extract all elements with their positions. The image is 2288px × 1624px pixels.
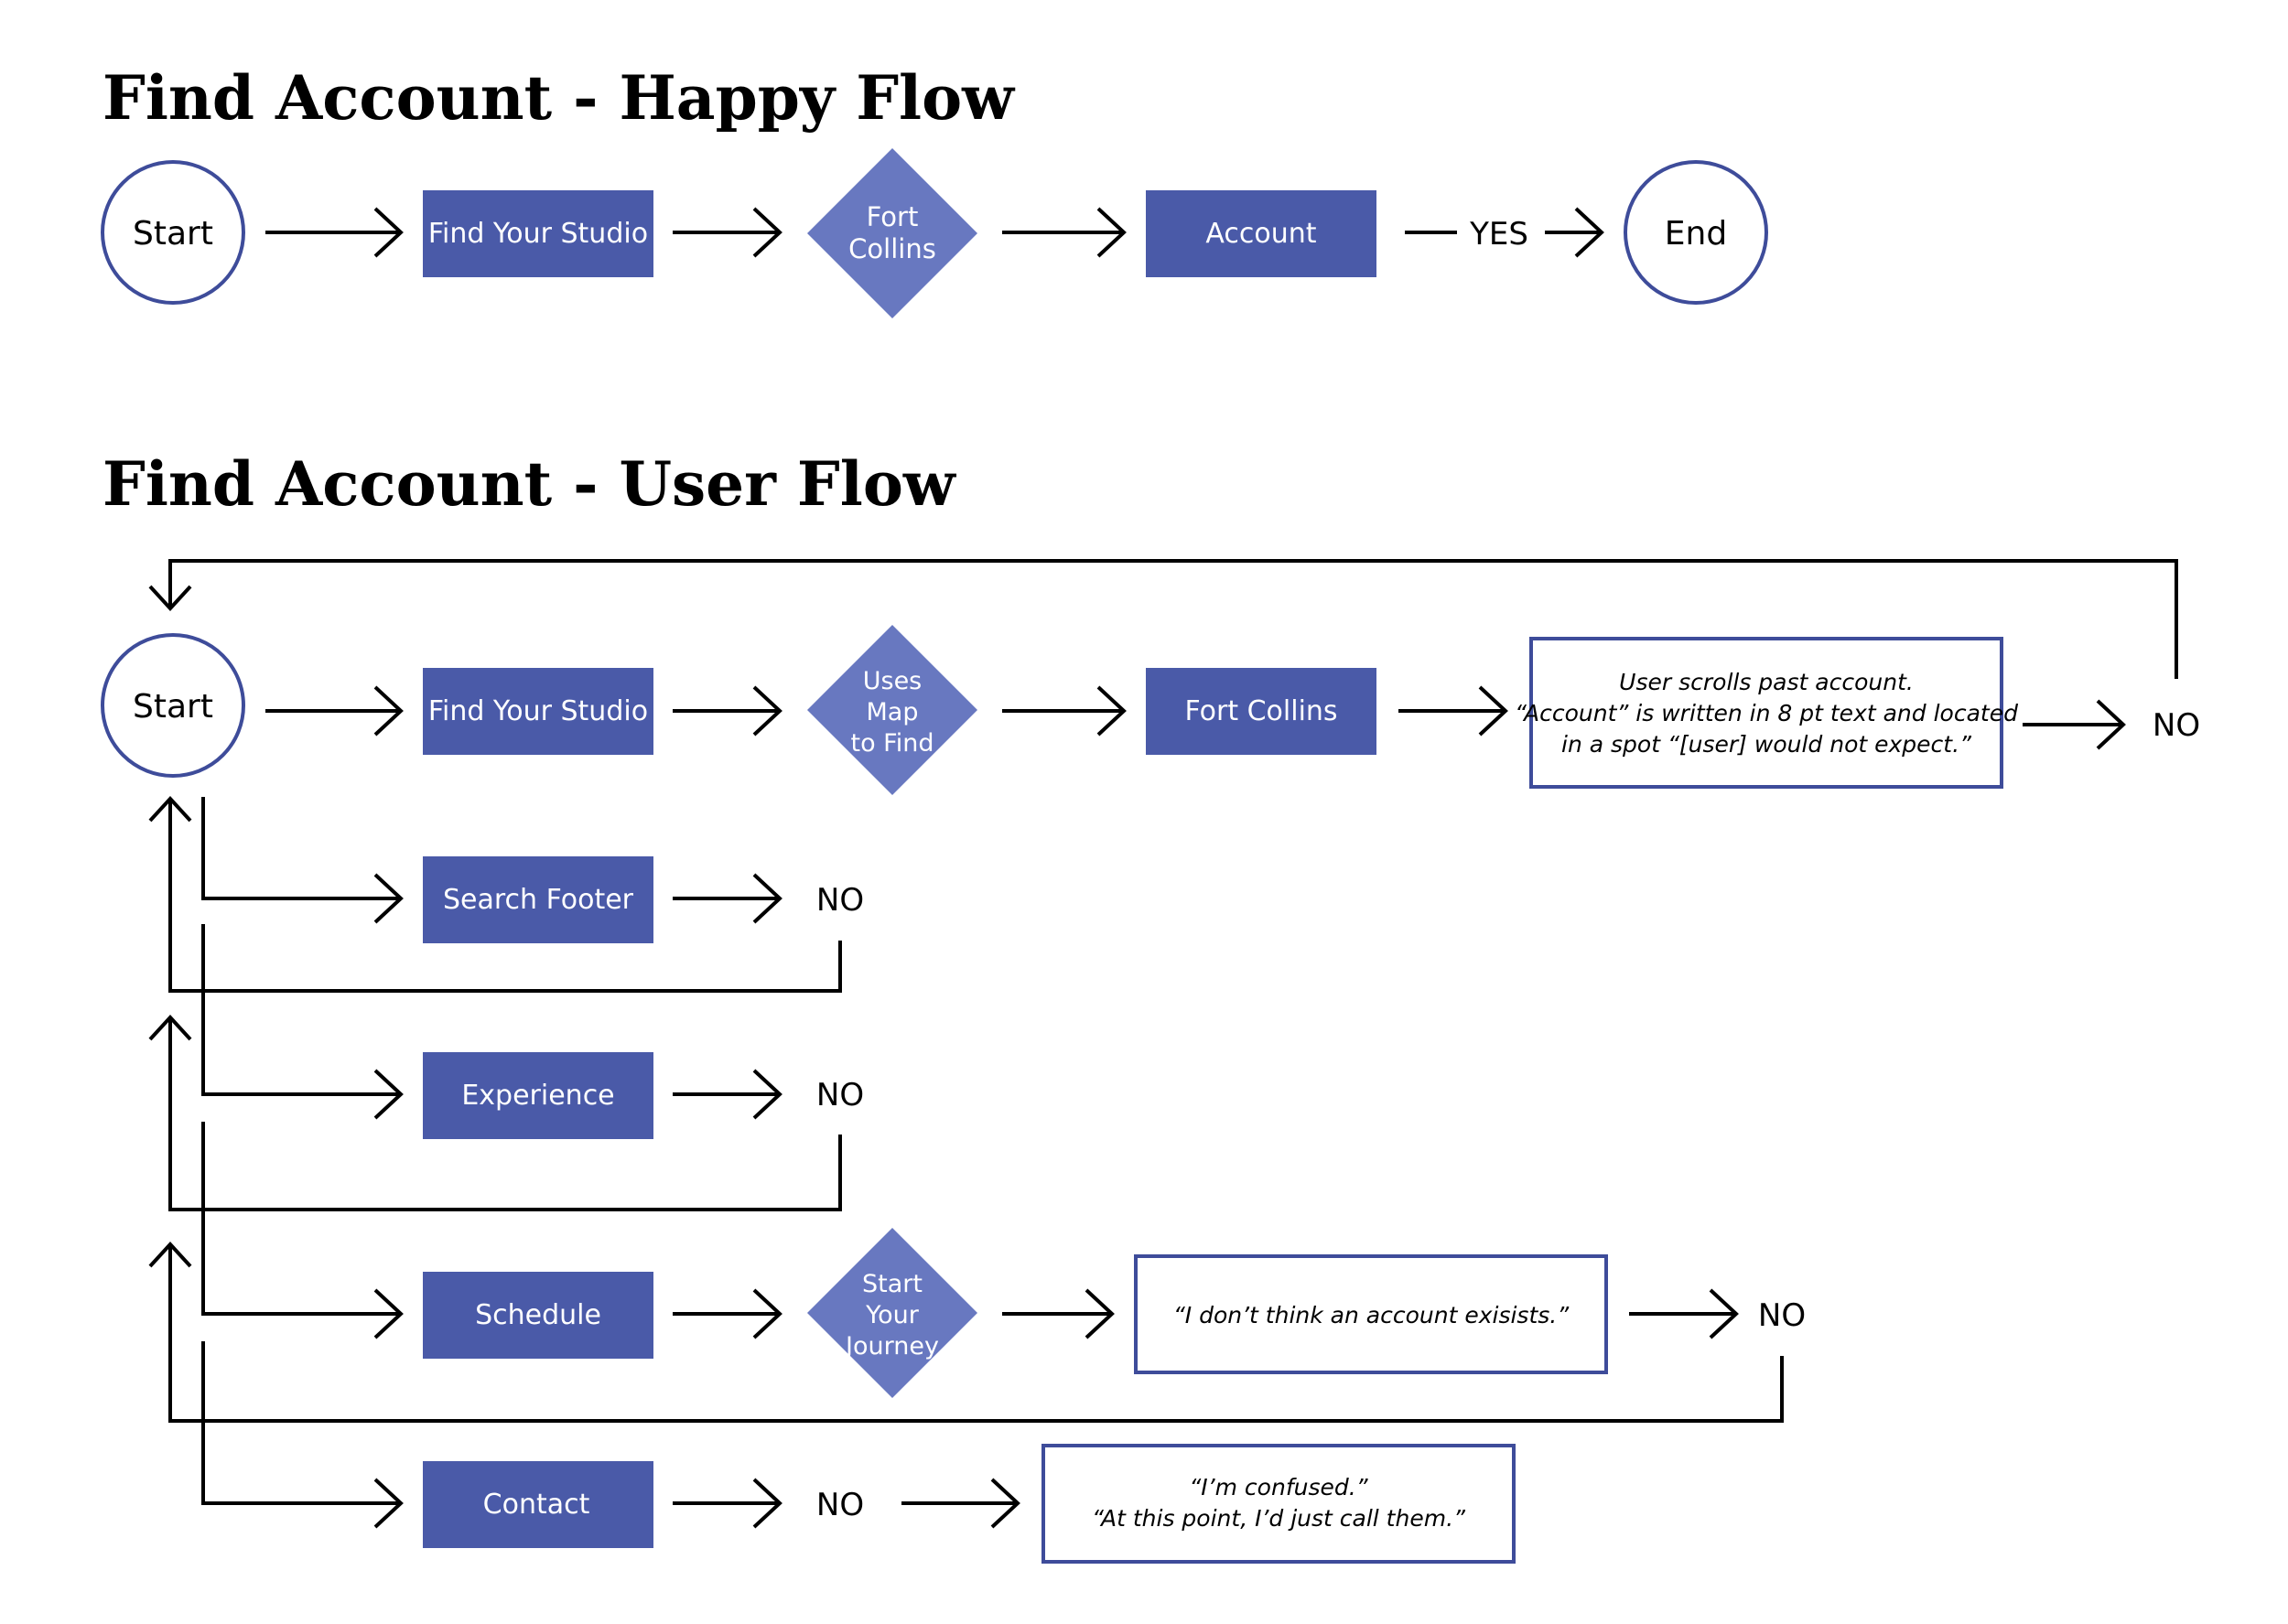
- no-experience-label: NO: [816, 1077, 864, 1113]
- schedule-return-loop: [148, 1242, 1784, 1423]
- user-flow-title: Find Account - User Flow: [103, 448, 957, 520]
- happy-arrow-2: [673, 207, 782, 258]
- fort-collins-box: Fort Collins: [1146, 668, 1376, 755]
- contact-note-line-2: “At this point, I’d just call them.”: [1092, 1505, 1466, 1532]
- contact-note-box: “I’m confused.” “At this point, I’d just…: [1041, 1444, 1516, 1564]
- journey-line-1: Start: [862, 1270, 923, 1298]
- uses-map-line-2: Map: [867, 698, 919, 726]
- no-top-label: NO: [2153, 707, 2200, 744]
- search-return-loop: [148, 796, 842, 993]
- user-arrow-1: [265, 685, 404, 737]
- happy-fort-collins-decision: Fort Collins: [807, 148, 977, 318]
- user-start-node: Start: [101, 633, 245, 778]
- schedule-box: Schedule: [423, 1272, 653, 1359]
- no-contact-label: NO: [816, 1487, 864, 1523]
- search-arrow: [673, 873, 782, 924]
- happy-start-node: Start: [101, 160, 245, 305]
- user-find-studio-label: Find Your Studio: [428, 695, 648, 727]
- happy-account-label: Account: [1205, 218, 1316, 250]
- scroll-note-line-3: in a spot “[user] would not expect.”: [1561, 731, 1972, 758]
- user-arrow-4: [1398, 685, 1508, 737]
- user-arrow-3: [1002, 685, 1127, 737]
- contact-arrow-2: [901, 1478, 1020, 1529]
- contact-note-line-1: “I’m confused.”: [1189, 1474, 1368, 1500]
- schedule-arrow-3: [1629, 1288, 1739, 1339]
- happy-decision-line-1: Fort: [867, 201, 919, 232]
- user-start-label: Start: [133, 688, 213, 726]
- scroll-note-box: User scrolls past account. “Account” is …: [1515, 637, 2018, 789]
- user-arrow-5: [2023, 699, 2126, 750]
- scroll-note-line-2: “Account” is written in 8 pt text and lo…: [1515, 700, 2018, 726]
- happy-find-studio-box: Find Your Studio: [423, 190, 653, 277]
- experience-box: Experience: [423, 1052, 653, 1139]
- uses-map-line-1: Uses: [863, 667, 923, 695]
- schedule-label: Schedule: [475, 1299, 601, 1331]
- schedule-note-box: “I don’t think an account exisists.”: [1134, 1254, 1608, 1374]
- schedule-arrow-1: [673, 1288, 782, 1339]
- fort-collins-label: Fort Collins: [1184, 695, 1337, 727]
- contact-arrow-1: [673, 1478, 782, 1529]
- no-schedule-label: NO: [1758, 1297, 1806, 1334]
- contact-box: Contact: [423, 1461, 653, 1548]
- experience-label: Experience: [461, 1080, 614, 1112]
- schedule-arrow-2: [1002, 1288, 1115, 1339]
- no-search-label: NO: [816, 882, 864, 919]
- left-branch-trunk: [201, 797, 404, 1529]
- start-journey-decision: Start Your Journey: [807, 1228, 977, 1398]
- happy-end-node: End: [1624, 160, 1768, 305]
- happy-yes-connector: YES: [1405, 207, 1604, 258]
- happy-flow-title: Find Account - Happy Flow: [103, 62, 1016, 134]
- journey-line-2: Your: [865, 1301, 920, 1329]
- happy-yes-label: YES: [1469, 216, 1528, 253]
- search-footer-label: Search Footer: [443, 884, 634, 916]
- search-footer-box: Search Footer: [423, 856, 653, 943]
- happy-end-label: End: [1665, 215, 1727, 253]
- happy-decision-line-2: Collins: [848, 233, 936, 264]
- schedule-note-text: “I don’t think an account exisists.”: [1173, 1302, 1570, 1328]
- happy-find-studio-label: Find Your Studio: [428, 218, 648, 250]
- happy-arrow-3: [1002, 207, 1127, 258]
- happy-account-box: Account: [1146, 190, 1376, 277]
- top-loop-connector: [148, 559, 2178, 679]
- user-arrow-2: [673, 685, 782, 737]
- user-find-studio-box: Find Your Studio: [423, 668, 653, 755]
- experience-return-loop: [148, 1015, 842, 1211]
- journey-line-3: Journey: [844, 1332, 939, 1361]
- uses-map-decision: Uses Map to Find: [807, 625, 977, 795]
- experience-arrow: [673, 1069, 782, 1120]
- uses-map-line-3: to Find: [850, 729, 934, 758]
- contact-label: Contact: [483, 1489, 590, 1521]
- scroll-note-line-1: User scrolls past account.: [1619, 669, 1914, 695]
- happy-start-label: Start: [133, 215, 213, 253]
- happy-arrow-1: [265, 207, 404, 258]
